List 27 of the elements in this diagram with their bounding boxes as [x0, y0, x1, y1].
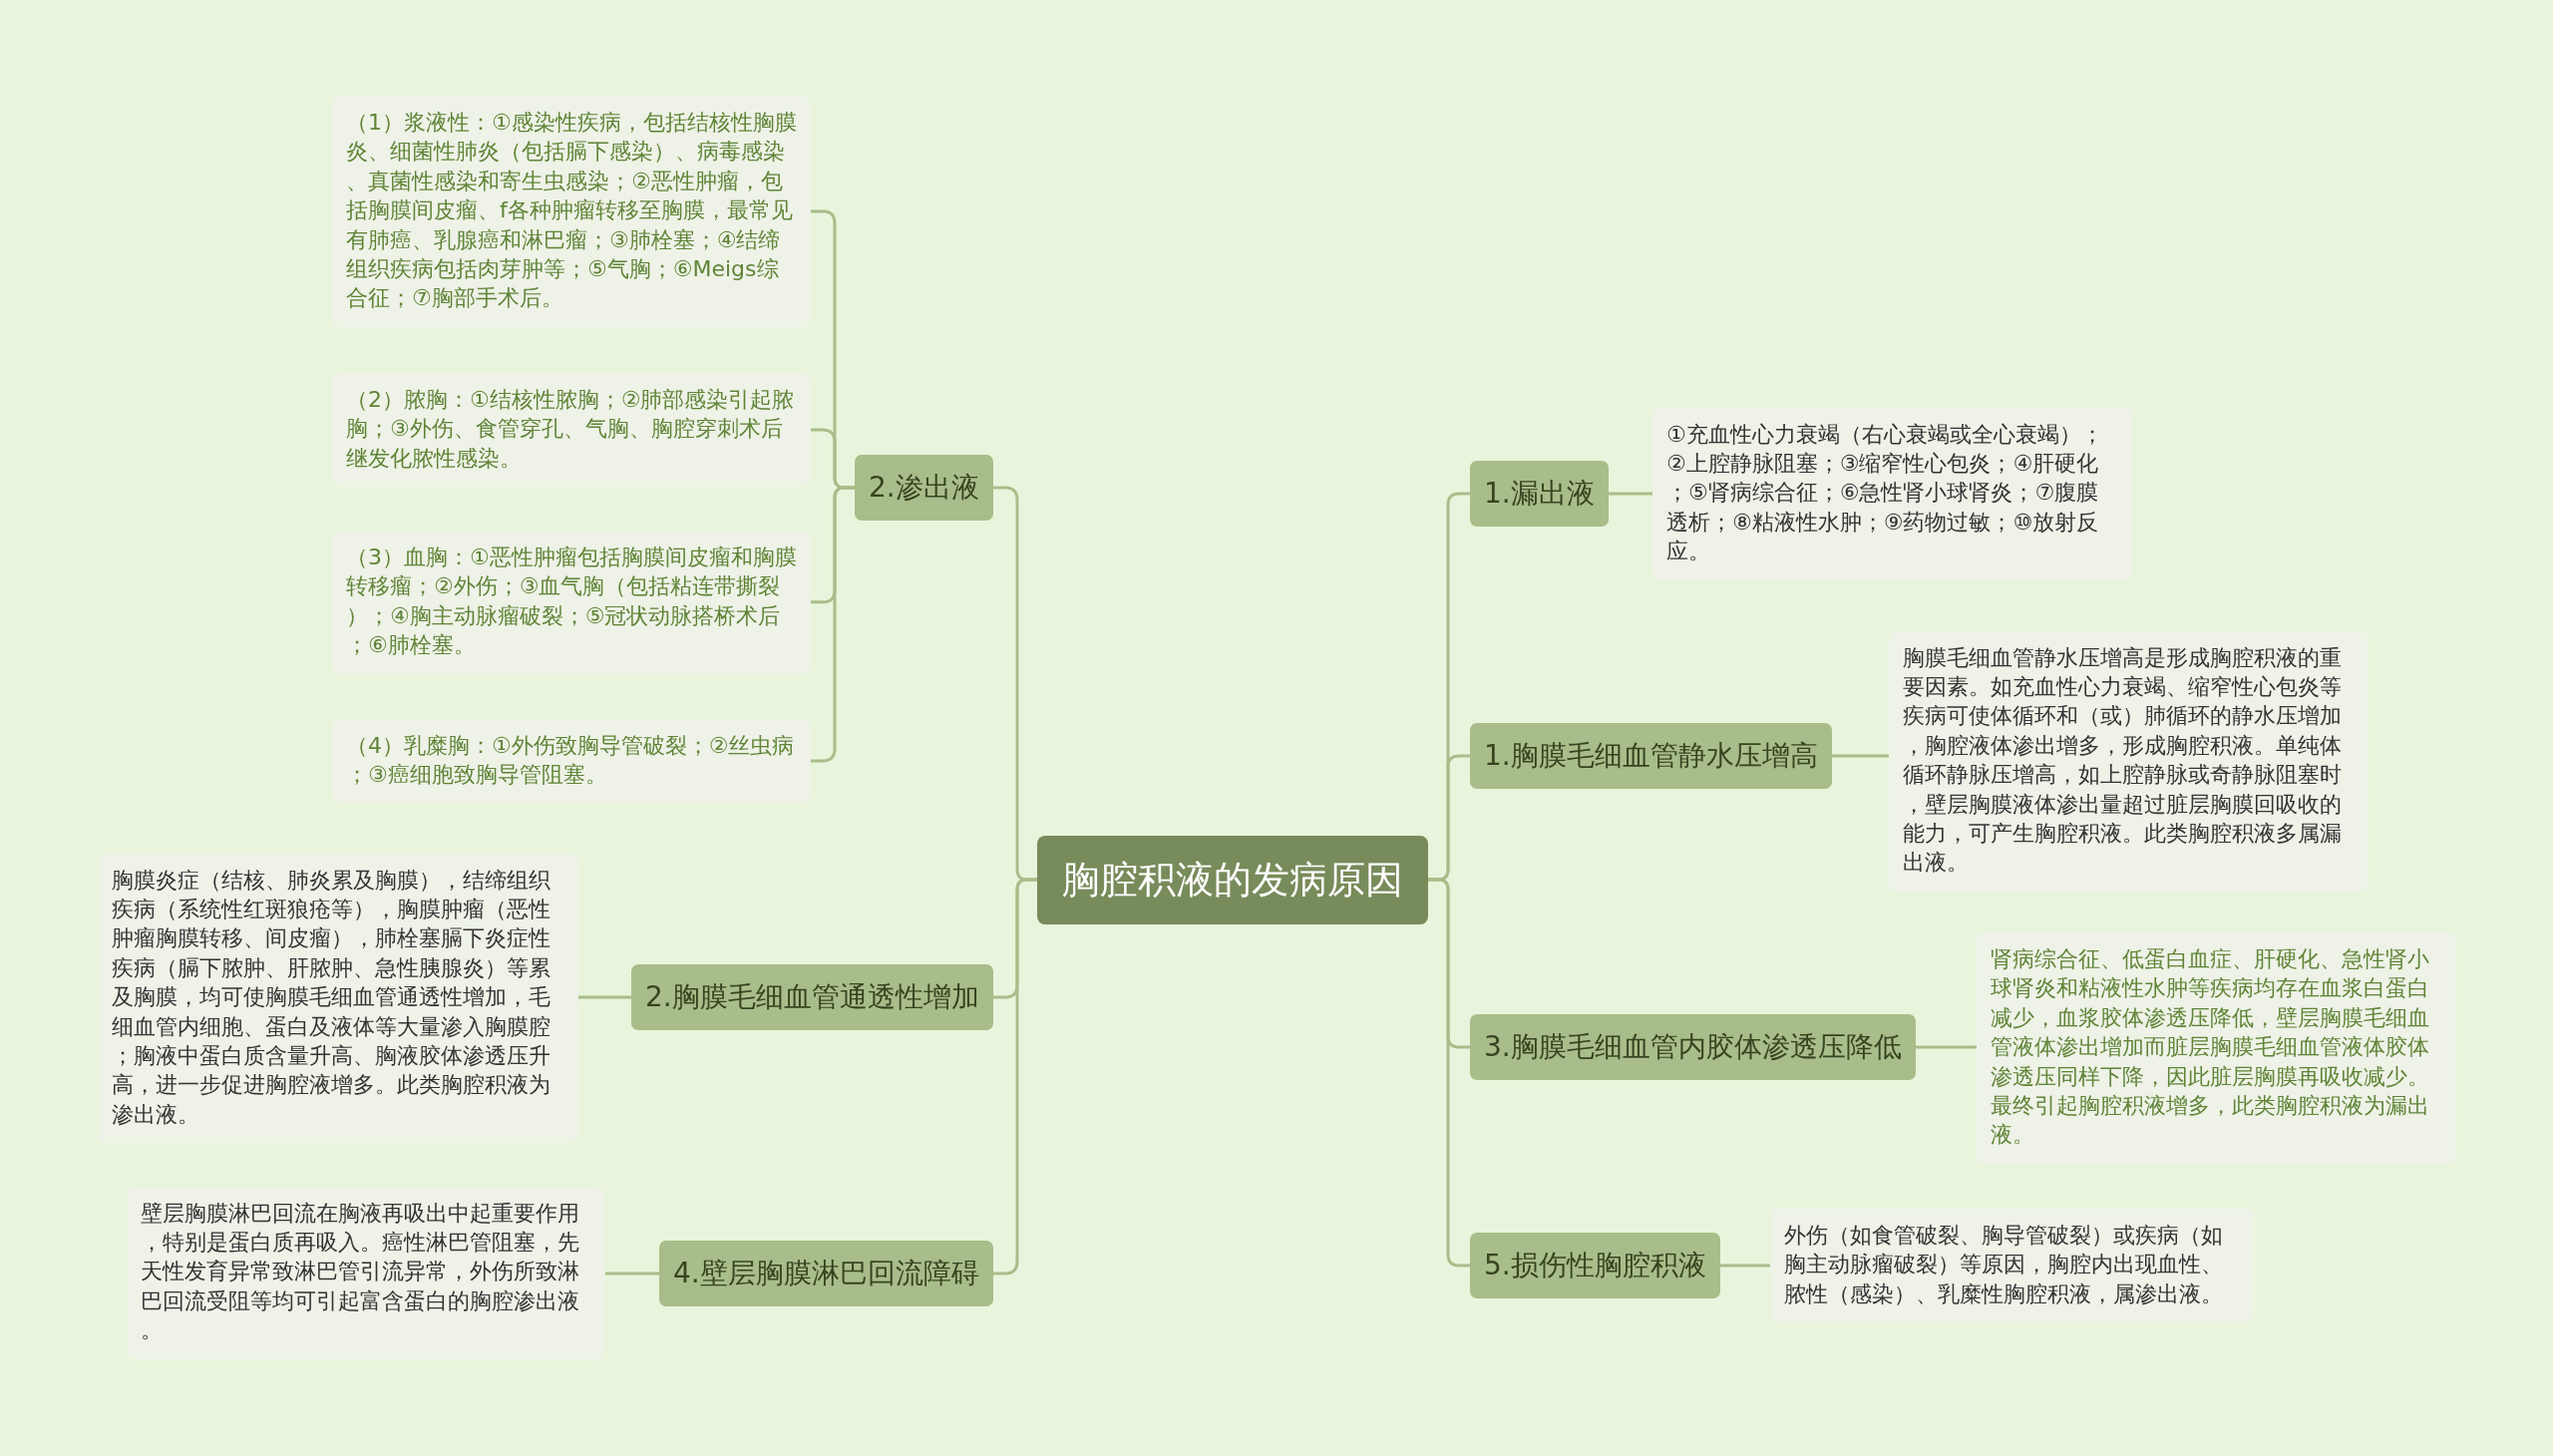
note-card: （3）血胸：①恶性肿瘤包括胸膜间皮瘤和胸膜转移瘤；②外伤；③血气胸（包括粘连带撕裂）；④胸主动脉瘤破裂；⑤冠状动脉搭桥术后；⑥肺栓塞。 [332, 531, 811, 674]
branch-topic: 5.损伤性胸腔积液 [1470, 1233, 1720, 1298]
note-card: 胸膜炎症（结核、肺炎累及胸膜），结缔组织疾病（系统性红斑狼疮等），胸膜肿瘤（恶性肿瘤胸膜转移、间皮瘤），肺栓塞膈下炎症性疾病（膈下脓肿、肝脓肿、急性胰腺炎）等累及胸膜，均可使胸膜毛细血管通透性增加，毛细血管内细胞、蛋白及液体等大量渗入胸膜腔；胸液中蛋白质含量升高、胸液胶体渗透压升高，进一步促进胸腔液增多。此类胸腔积液为渗出液。 [98, 853, 578, 1144]
note-card: （1）浆液性：①感染性疾病，包括结核性胸膜炎、细菌性肺炎（包括膈下感染）、病毒感染、真菌性感染和寄生虫感染；②恶性肿瘤，包括胸膜间皮瘤、f各种肿瘤转移至胸膜，最常见有肺癌、乳腺癌和淋巴瘤；③肺栓塞；④结缔组织疾病包括肉芽肿等；⑤气胸；⑥Meigs综合征；⑦胸部手术后。 [332, 96, 811, 327]
note-card: （2）脓胸：①结核性脓胸；②肺部感染引起脓胸；③外伤、食管穿孔、气胸、胸腔穿刺术后继发化脓性感染。 [332, 373, 811, 488]
branch-topic: 1.漏出液 [1470, 461, 1609, 527]
note-card: ①充血性心力衰竭（右心衰竭或全心衰竭）；②上腔静脉阻塞；③缩窄性心包炎；④肝硬化；⑤肾病综合征；⑥急性肾小球肾炎；⑦腹膜透析；⑧粘液性水肿；⑨药物过敏；⑩放射反应。 [1652, 407, 2133, 580]
connector-line [992, 878, 1037, 1275]
branch-topic: 3.胸膜毛细血管内胶体渗透压降低 [1470, 1014, 1916, 1080]
connector-line [1831, 754, 1889, 758]
branch-topic: 1.胸膜毛细血管静水压增高 [1470, 723, 1832, 789]
connector-line [1428, 878, 1470, 1268]
connector-line [1915, 1045, 1977, 1049]
connector-line [1608, 492, 1652, 496]
central-topic: 胸腔积液的发病原因 [1037, 835, 1428, 924]
branch-topic: 4.壁层胸膜淋巴回流障碍 [659, 1241, 993, 1306]
branch-topic: 2.胸膜毛细血管通透性增加 [631, 964, 993, 1030]
note-card: 外伤（如食管破裂、胸导管破裂）或疾病（如胸主动脉瘤破裂）等原因，胸腔内出现血性、脓性（感染）、乳糜性胸腔积液，属渗出液。 [1770, 1209, 2255, 1323]
connector-line [578, 995, 631, 999]
note-card: 肾病综合征、低蛋白血症、肝硬化、急性肾小球肾炎和粘液性水肿等疾病均存在血浆白蛋白减少，血浆胶体渗透压降低，壁层胸膜毛细血管液体渗出增加而脏层胸膜毛细血管液体胶体渗透压同样下降，因此脏层胸膜再吸收减少。最终引起胸腔积液增多，此类胸腔积液为漏出液。 [1977, 932, 2455, 1164]
note-card: 壁层胸膜淋巴回流在胸液再吸出中起重要作用，特别是蛋白质再吸入。癌性淋巴管阻塞，先天性发育异常致淋巴管引流异常，外伤所致淋巴回流受阻等均可引起富含蛋白的胸腔渗出液。 [127, 1186, 605, 1359]
connector-line [1719, 1264, 1770, 1268]
note-card: （4）乳糜胸：①外伤致胸导管破裂；②丝虫病；③癌细胞致胸导管阻塞。 [332, 718, 811, 804]
connector-line [811, 486, 855, 763]
connector-line [605, 1272, 659, 1275]
note-card: 胸膜毛细血管静水压增高是形成胸腔积液的重要因素。如充血性心力衰竭、缩窄性心包炎等疾病可使体循环和（或）肺循环的静水压增加，胸腔液体渗出增多，形成胸腔积液。单纯体循环静脉压增高，如上腔静脉或奇静脉阻塞时，壁层胸膜液体渗出量超过脏层胸膜回吸收的能力，可产生胸腔积液。此类胸腔积液多属漏出液。 [1889, 630, 2368, 892]
branch-topic: 2.渗出液 [855, 455, 993, 521]
